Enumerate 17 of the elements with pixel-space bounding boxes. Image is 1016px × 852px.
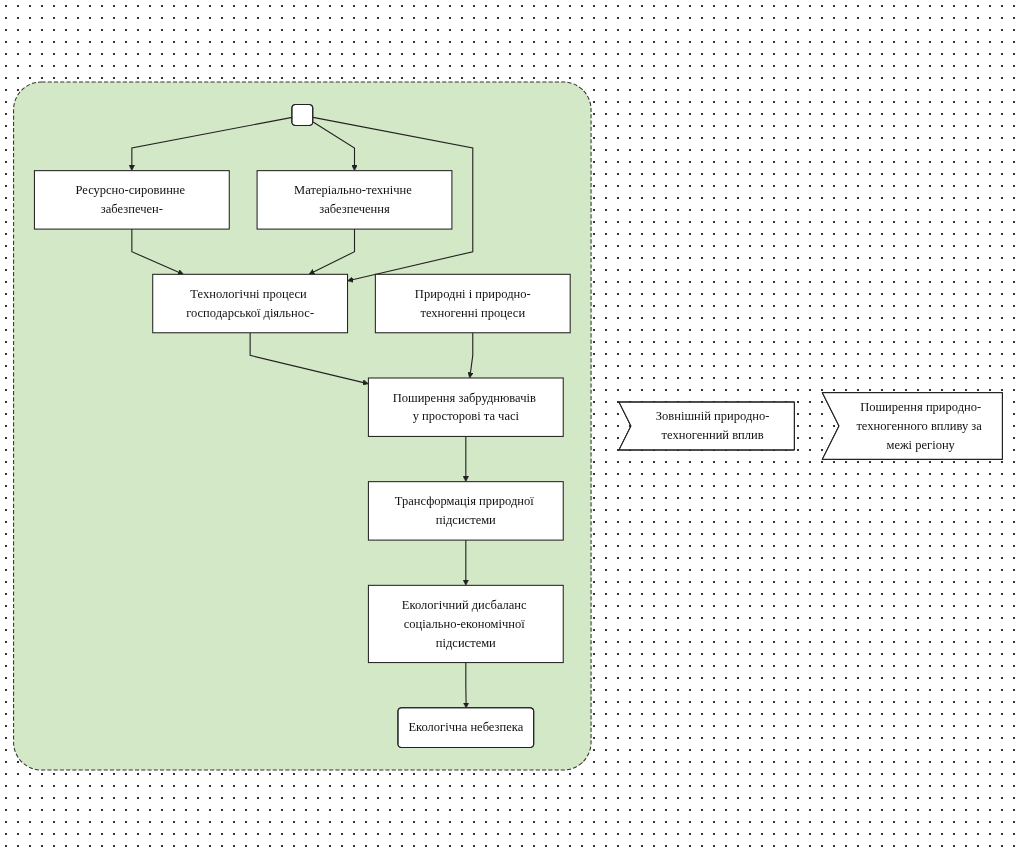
arrow [308, 228, 356, 275]
node-box: Ресурсно-сировинне забезпечен- [33, 170, 230, 230]
cluster [13, 81, 592, 771]
arrow [462, 539, 469, 586]
node-box: Екологічний дисбаланс соціально-економічної підсистеми [367, 584, 564, 664]
node-box: Технологічні процеси господарської діяльнос- [152, 273, 349, 334]
arrow [249, 332, 369, 386]
arrow [312, 116, 474, 283]
arrow [463, 662, 470, 709]
node-box: Природні і природно-техногенні процеси [374, 273, 571, 334]
arrow [462, 435, 469, 482]
arrow [467, 332, 474, 379]
arrow [312, 121, 358, 171]
arrow [131, 228, 184, 275]
node-box: Матеріально-технічне забезпечення [256, 170, 453, 230]
node-box: Поширення забруднювачів у просторові та часі [367, 377, 564, 437]
node-box: Трансформація природної підсистеми [367, 481, 564, 541]
